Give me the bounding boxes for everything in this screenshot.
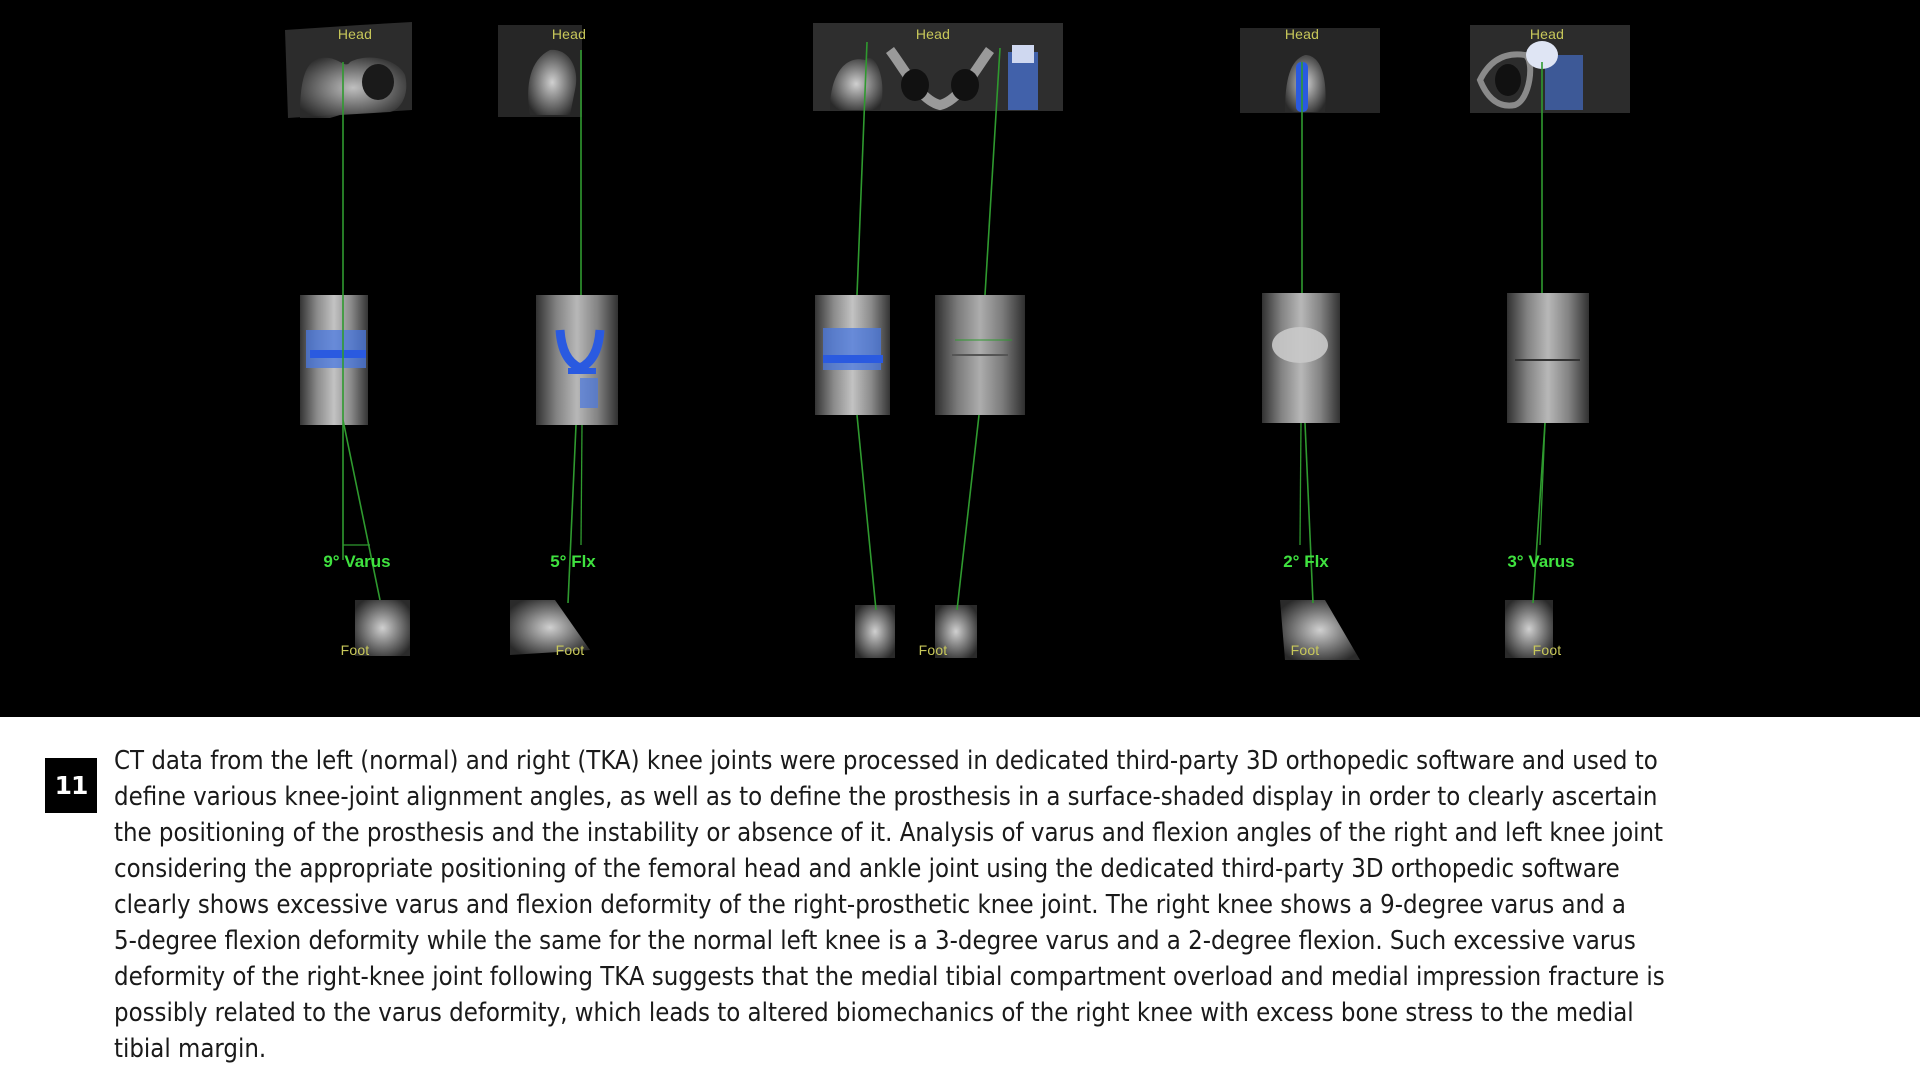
flexion-angle-label: 5° Flx: [550, 552, 596, 571]
panel-right-lateral: [498, 25, 618, 655]
foot-label: Foot: [1532, 642, 1562, 658]
head-label: Head: [1284, 26, 1320, 42]
panel-left-lateral: [1240, 28, 1380, 660]
ct-volume-renderings: [285, 22, 1630, 660]
caption-line: considering the appropriate positioning …: [114, 854, 1620, 884]
caption-line: the positioning of the prosthesis and th…: [114, 818, 1664, 848]
foot-label: Foot: [555, 642, 585, 658]
panel-right-frontal: [285, 22, 412, 656]
panel-bilateral-frontal: [813, 23, 1063, 658]
caption-line: clearly shows excessive varus and flexio…: [114, 890, 1626, 920]
caption-line: CT data from the left (normal) and right…: [114, 746, 1658, 776]
figure-number-badge: 11: [45, 758, 97, 813]
caption-line: deformity of the right-knee joint follow…: [114, 962, 1665, 992]
figure-caption: 11 CT data from the left (normal) and ri…: [0, 717, 1920, 1080]
head-label: Head: [1529, 26, 1565, 42]
head-label: Head: [551, 26, 587, 42]
caption-line: 5-degree flexion deformity while the sam…: [114, 926, 1636, 956]
panel-left-frontal: [1470, 25, 1630, 658]
caption-line: tibial margin.: [114, 1034, 267, 1064]
caption-line: possibly related to the varus deformity,…: [114, 998, 1634, 1028]
head-label: Head: [337, 26, 373, 42]
foot-label: Foot: [340, 642, 370, 658]
foot-label: Foot: [918, 642, 948, 658]
varus-angle-label: 3° Varus: [1507, 552, 1575, 571]
caption-line: define various knee-joint alignment angl…: [114, 782, 1658, 812]
varus-angle-label: 9° Varus: [323, 552, 391, 571]
head-label: Head: [915, 26, 951, 42]
caption-text: CT data from the left (normal) and right…: [114, 743, 1904, 1067]
flexion-angle-label: 2° Flx: [1283, 552, 1329, 571]
foot-label: Foot: [1290, 642, 1320, 658]
ct-alignment-figure: Head Head Head Head Head 9° Varus 5° Flx…: [0, 0, 1920, 717]
